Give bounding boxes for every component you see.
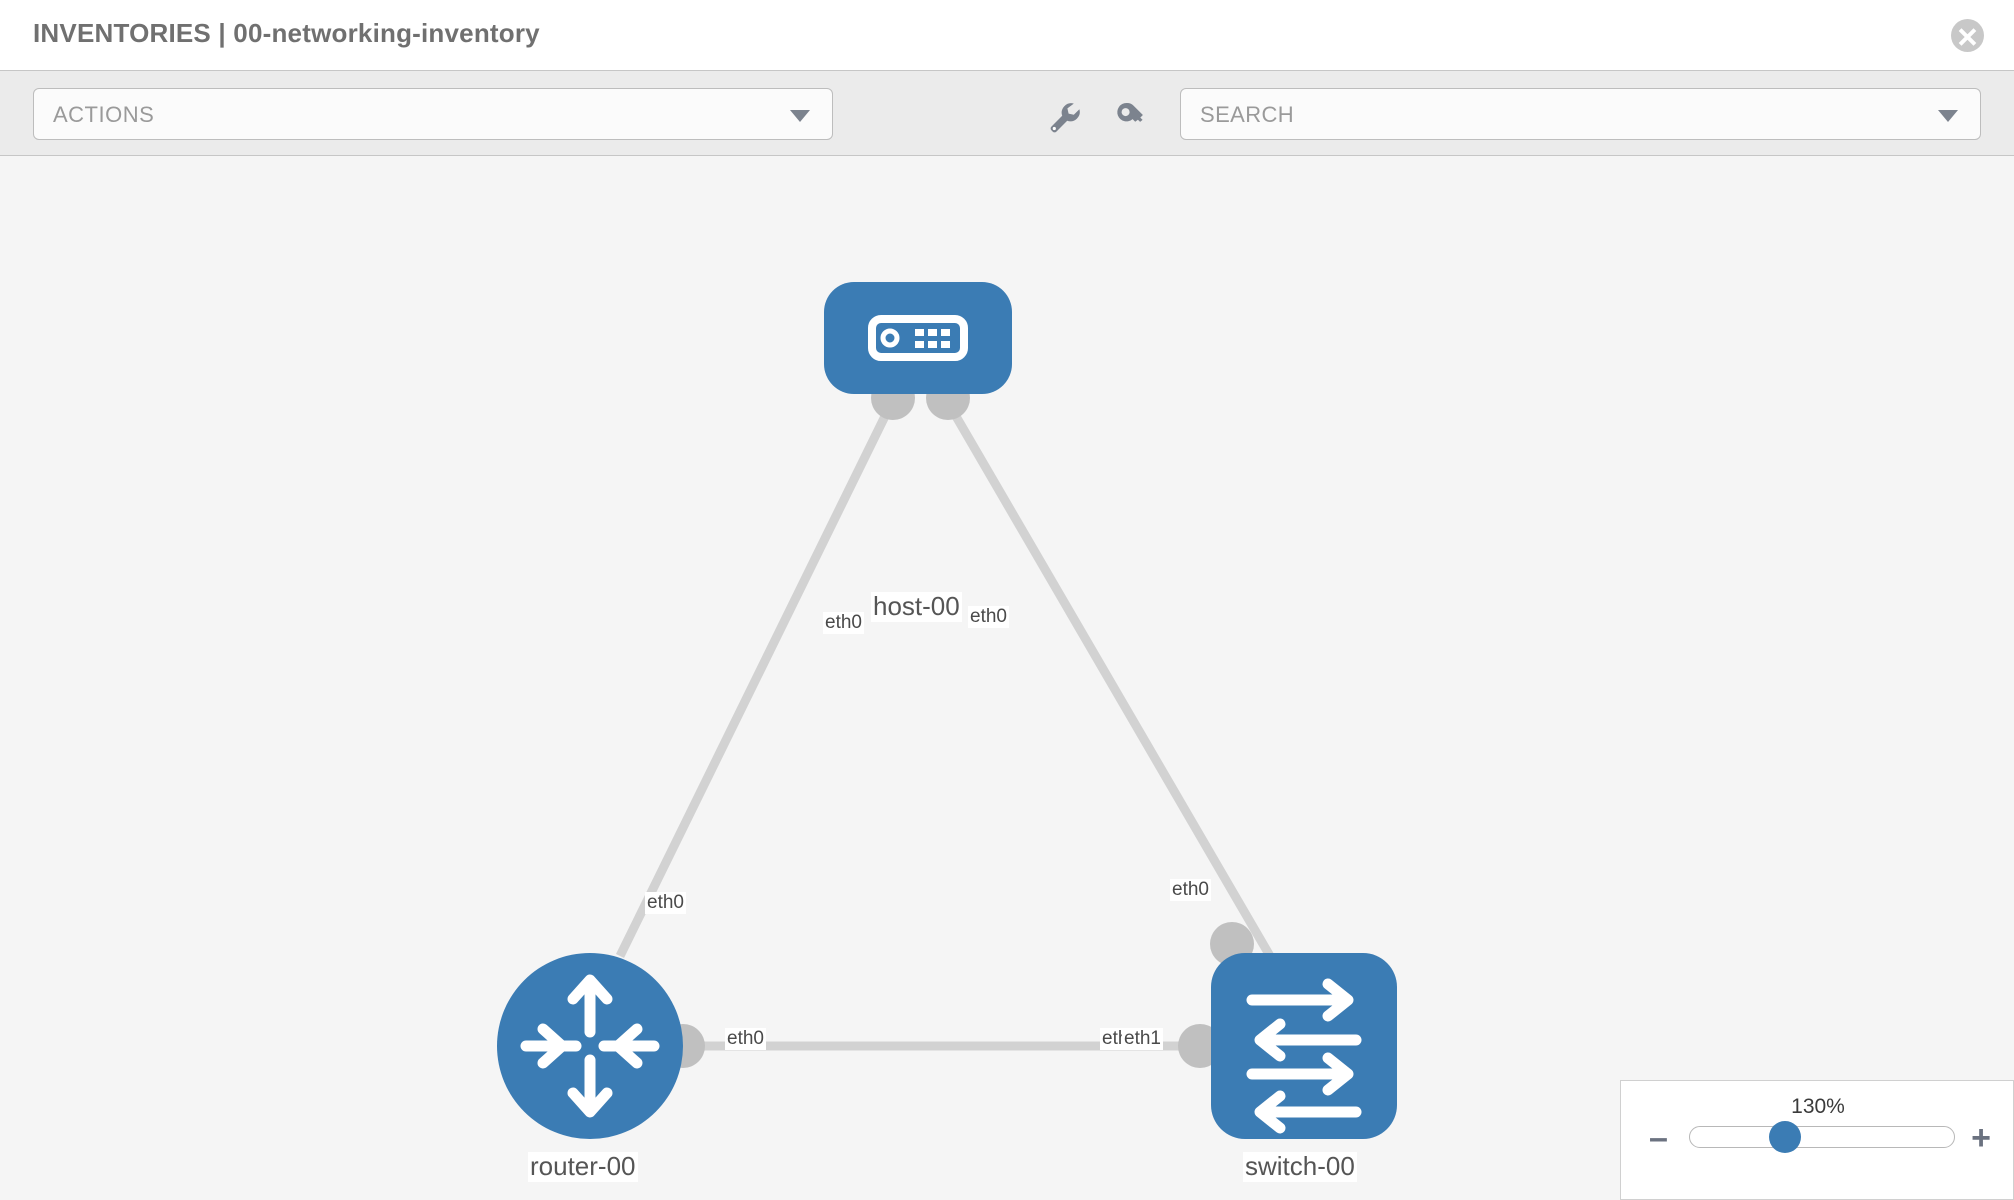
iface-label-host-right: eth0	[968, 606, 1009, 628]
iface-label-host-left: eth0	[823, 612, 864, 634]
search-placeholder: SEARCH	[1200, 102, 1295, 127]
topology-graph	[497, 282, 1397, 1139]
node-switch-00[interactable]	[1211, 953, 1397, 1139]
actions-dropdown[interactable]: ACTIONS	[33, 88, 833, 140]
zoom-slider-track[interactable]	[1689, 1126, 1955, 1148]
key-icon[interactable]	[1113, 99, 1149, 135]
edge-host-switch	[946, 403, 1274, 959]
node-label-host: host-00	[871, 591, 962, 622]
page-title: INVENTORIES | 00-networking-inventory	[33, 18, 540, 48]
zoom-out-button[interactable]: –	[1649, 1119, 1668, 1157]
search-input[interactable]: SEARCH	[1180, 88, 1981, 140]
zoom-control-panel: 130% – +	[1620, 1080, 2014, 1200]
iface-label-switch-up: eth0	[1170, 879, 1211, 901]
node-router-00[interactable]	[497, 953, 683, 1139]
router-arrows-icon	[520, 974, 660, 1118]
chevron-down-icon[interactable]	[1938, 110, 1958, 122]
zoom-slider-thumb[interactable]	[1769, 1121, 1801, 1153]
wrench-icon[interactable]	[1046, 99, 1082, 135]
chevron-down-icon	[790, 110, 810, 122]
actions-dropdown-label: ACTIONS	[53, 102, 155, 127]
topology-canvas[interactable]: host-00 router-00 switch-00 eth0 eth0 et…	[0, 156, 2014, 1200]
page-header: INVENTORIES | 00-networking-inventory	[0, 0, 2014, 70]
node-host-00[interactable]	[824, 282, 1012, 394]
server-icon	[868, 315, 968, 361]
zoom-level-value: 130%	[1791, 1095, 1845, 1118]
topology-edges	[615, 403, 1274, 1051]
zoom-in-button[interactable]: +	[1971, 1119, 1991, 1157]
edge-host-router	[615, 404, 895, 958]
node-label-router: router-00	[528, 1151, 638, 1182]
iface-label-router-right: eth0	[725, 1028, 766, 1050]
topology-connectors	[661, 376, 1254, 1068]
switch-arrows-icon	[1246, 978, 1362, 1134]
close-icon[interactable]	[1951, 19, 1984, 52]
iface-label-router-up: eth0	[645, 892, 686, 914]
toolbar: ACTIONS SEARCH	[0, 70, 2014, 156]
iface-label-switch-left-eth1: eth1	[1122, 1028, 1163, 1050]
node-label-switch: switch-00	[1243, 1151, 1357, 1182]
